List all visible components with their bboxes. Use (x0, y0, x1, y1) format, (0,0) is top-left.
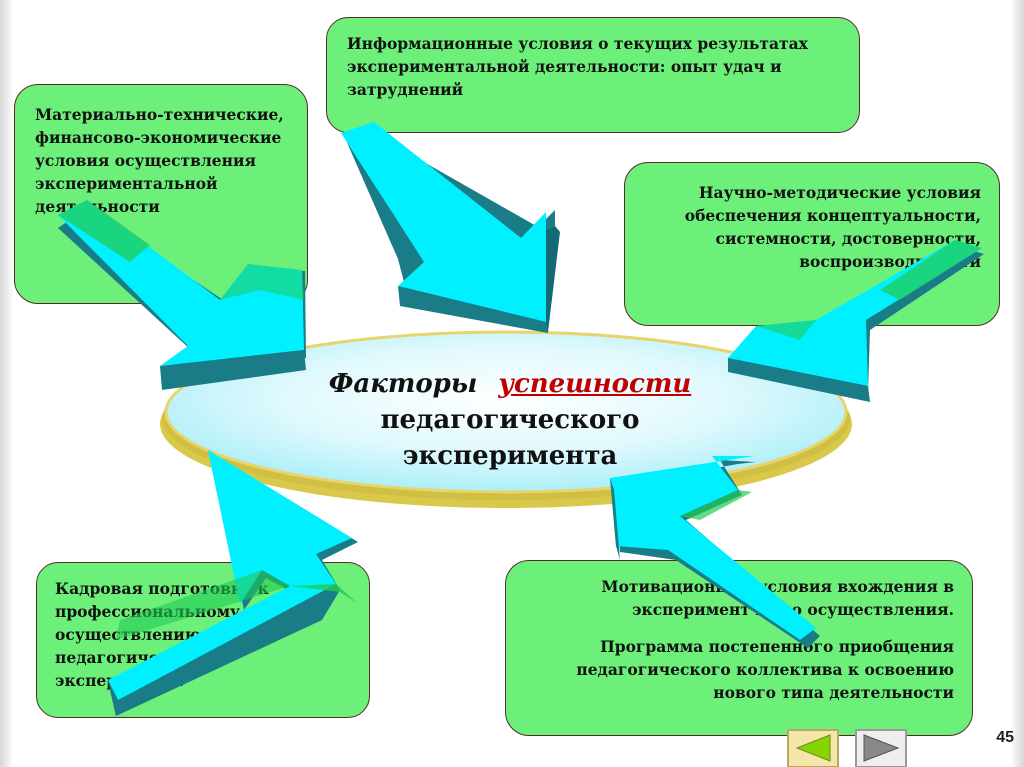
title-highlight: успешности (498, 369, 692, 399)
arrow-motivational (610, 456, 820, 648)
title-line2: педагогического (380, 405, 640, 435)
arrow-personnel (108, 450, 358, 716)
page-number: 45 (996, 729, 1014, 746)
material-box: Материально-технические, финансово-эконо… (14, 84, 308, 304)
scientific-box: Научно-методические условия обеспечения … (624, 162, 1000, 326)
triangle-left-icon (795, 734, 831, 762)
title-prefix: Факторы (328, 369, 478, 399)
center-title: Факторы успешности педагогического экспе… (260, 366, 760, 474)
arrow-informational (341, 122, 560, 333)
scientific-text: Научно-методические условия обеспечения … (684, 183, 981, 271)
informational-text: Информационные условия о текущих результ… (347, 34, 808, 99)
triangle-right-icon (863, 734, 900, 762)
arrow-material (58, 200, 306, 390)
arrow-scientific (728, 240, 984, 402)
title-line3: эксперимента (402, 441, 618, 471)
motivational-text-1: Мотивационные условия вхождения в экспер… (601, 577, 954, 619)
material-text: Материально-технические, финансово-эконо… (35, 105, 284, 216)
next-slide-button[interactable] (855, 729, 907, 767)
motivational-box: Мотивационные условия вхождения в экспер… (505, 560, 973, 736)
center-title-line1: Факторы успешности (260, 366, 760, 402)
prev-slide-button[interactable] (787, 729, 839, 767)
right-edge-shade (1010, 0, 1024, 767)
left-edge-shade (0, 0, 14, 767)
motivational-text-2: Программа постепенного приобщения педаго… (576, 637, 954, 702)
center-ellipse (160, 330, 852, 508)
informational-box: Информационные условия о текущих результ… (326, 17, 860, 133)
